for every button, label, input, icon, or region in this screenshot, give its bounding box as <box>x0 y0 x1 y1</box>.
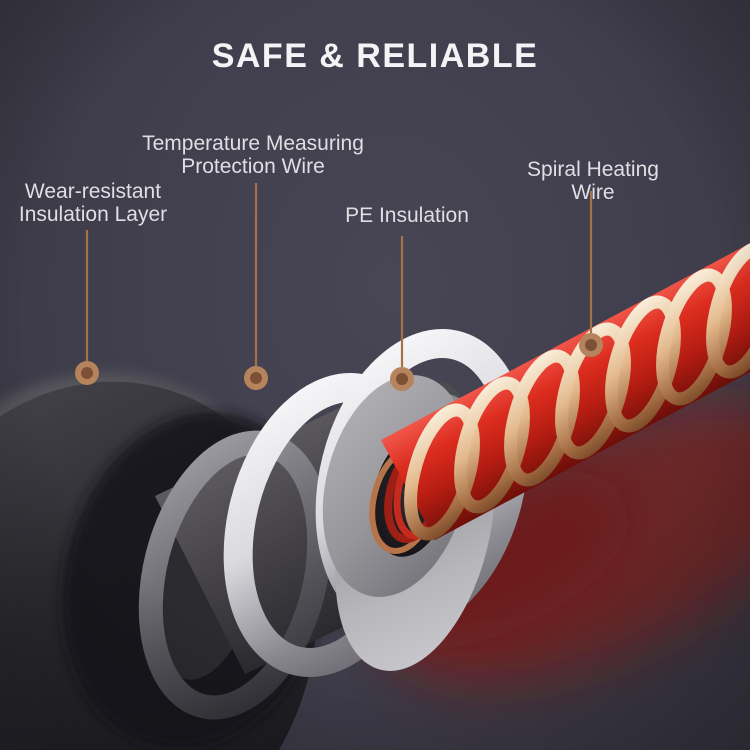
label-pe-insulation: PE Insulation <box>345 204 469 227</box>
callout-dot-icon <box>244 366 268 390</box>
label-wear-resistant-insulation-layer: Wear-resistant Insulation Layer <box>18 180 168 226</box>
callout-dots <box>75 333 603 391</box>
callout-dot-icon <box>390 367 414 391</box>
callout-dot-icon <box>579 333 603 357</box>
page-title: SAFE & RELIABLE <box>211 37 539 75</box>
callout-dot-icon <box>75 361 99 385</box>
label-temperature-measuring-protection-wire: Temperature Measuring Protection Wire <box>142 132 364 178</box>
callout-leaders <box>85 183 593 367</box>
label-spiral-heating-wire: Spiral Heating Wire <box>527 158 659 204</box>
